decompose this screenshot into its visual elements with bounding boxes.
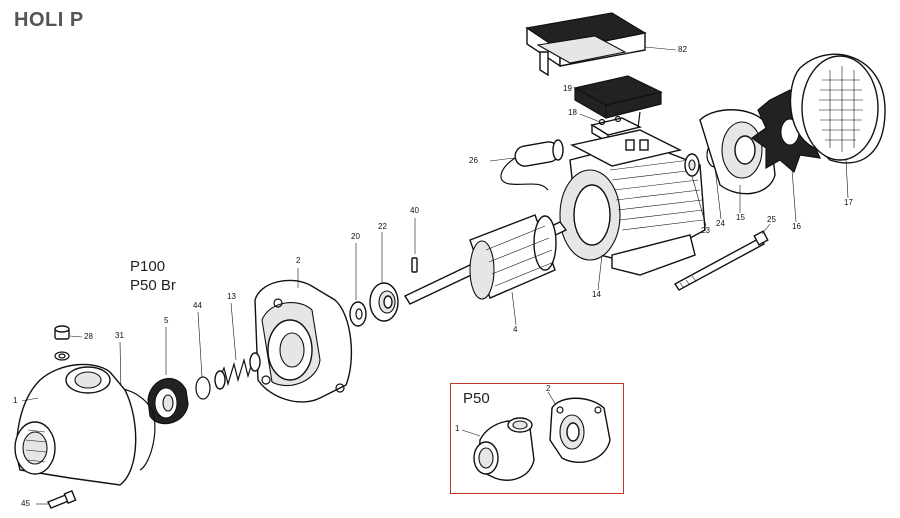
callout-2: 2: [296, 256, 301, 265]
model-label-p100: P100: [130, 258, 166, 275]
part-28-plug: [54, 325, 83, 361]
part-1-pump-body: [14, 363, 137, 486]
part-17-fan-cover: [789, 53, 886, 199]
callout-26: 26: [469, 156, 478, 165]
callout-20: 20: [351, 232, 360, 241]
callout-31: 31: [115, 331, 124, 340]
callout-16: 16: [792, 222, 801, 231]
inset-title: P50: [463, 390, 490, 407]
callout-28: 28: [84, 332, 93, 341]
callout-23: 23: [701, 226, 710, 235]
part-4-rotor: [403, 214, 568, 326]
part-45-drain-plug: [36, 489, 77, 509]
inset-callout-2: 2: [546, 384, 551, 393]
inset-part-2-housing: [547, 391, 611, 463]
callout-40: 40: [410, 206, 419, 215]
part-25-tie-rod: [673, 223, 771, 291]
callout-13: 13: [227, 292, 236, 301]
callout-18: 18: [568, 108, 577, 117]
part-5-impeller: [147, 327, 189, 425]
part-13-mechanical-seal: [214, 302, 261, 390]
callout-19: 19: [563, 84, 572, 93]
part-82-terminal-cover: [525, 12, 677, 77]
callout-14: 14: [592, 290, 601, 299]
part-2-pump-housing: [254, 268, 353, 403]
part-44-oring: [195, 311, 211, 400]
part-26-capacitor: [489, 139, 564, 191]
part-18-terminal-block: [579, 111, 643, 144]
callout-82: 82: [678, 45, 687, 54]
diagram-title: HOLI P: [14, 9, 84, 31]
callout-24: 24: [716, 219, 725, 228]
callout-22: 22: [378, 222, 387, 231]
part-19-gasket: [573, 75, 663, 120]
callout-44: 44: [193, 301, 202, 310]
model-label-p50br: P50 Br: [130, 277, 176, 294]
part-22-bearing: [369, 232, 399, 322]
part-14-motor-housing: [559, 129, 706, 291]
callout-17: 17: [844, 198, 853, 207]
part-20-seal: [349, 243, 367, 327]
part-15-rear-cover: [699, 109, 776, 213]
callout-1: 1: [13, 396, 18, 405]
callout-45: 45: [21, 499, 30, 508]
inset-p50: P50: [450, 383, 624, 494]
callout-5: 5: [164, 316, 169, 325]
part-23-bearing: [684, 153, 707, 227]
inset-part-1-body: [461, 417, 535, 481]
callout-15: 15: [736, 213, 745, 222]
callout-25: 25: [767, 215, 776, 224]
inset-callout-1: 1: [455, 424, 460, 433]
callout-4: 4: [513, 325, 518, 334]
part-40-key: [411, 218, 418, 273]
